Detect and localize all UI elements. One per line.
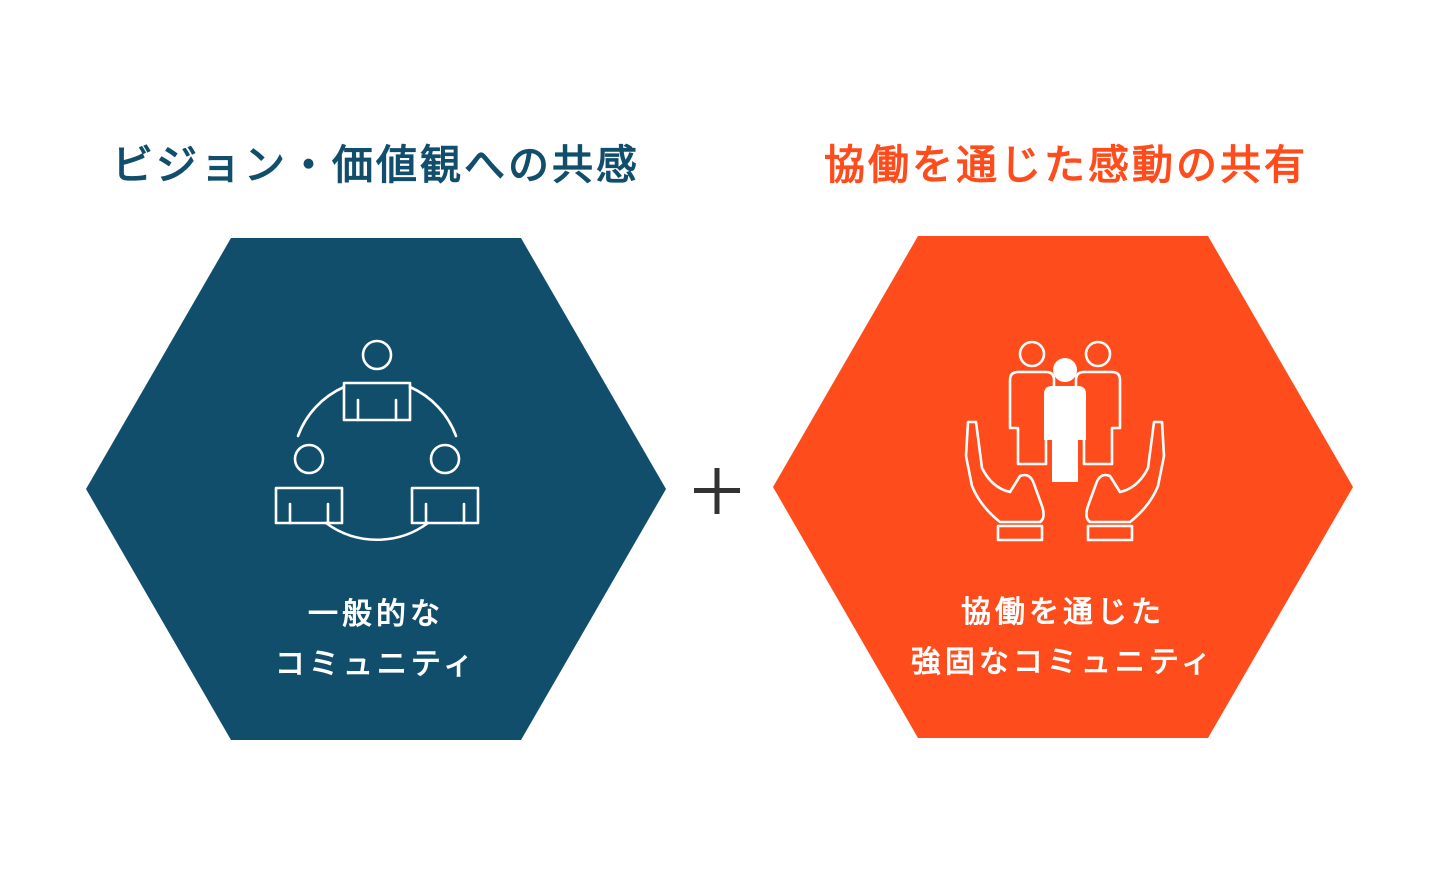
general-community-caption: 一般的な コミュニティ — [176, 590, 576, 690]
strong-community-hexagon — [773, 236, 1353, 738]
hexagon-shape-right — [773, 236, 1353, 738]
general-community-hexagon — [86, 238, 666, 740]
vision-heading: ビジョン・価値観への共感 — [112, 141, 640, 189]
hands-supporting-people-icon — [964, 340, 1166, 542]
hexagon-shape-left — [86, 238, 666, 740]
plus-vertical-bar — [714, 468, 720, 514]
center-person-body — [1044, 386, 1086, 482]
general-community-caption-line2: コミュニティ — [274, 647, 478, 682]
strong-community-caption: 協働を通じた 強固なコミュニティ — [863, 588, 1263, 688]
strong-community-caption-line1: 協働を通じた — [961, 595, 1165, 630]
general-community-caption-line1: 一般的な — [308, 597, 444, 632]
center-person-head — [1053, 358, 1077, 382]
plus-icon — [694, 468, 740, 514]
community-circle-icon — [274, 339, 480, 541]
collaboration-heading: 協働を通じた感動の共有 — [824, 141, 1308, 189]
strong-community-caption-line2: 強固なコミュニティ — [910, 645, 1216, 680]
